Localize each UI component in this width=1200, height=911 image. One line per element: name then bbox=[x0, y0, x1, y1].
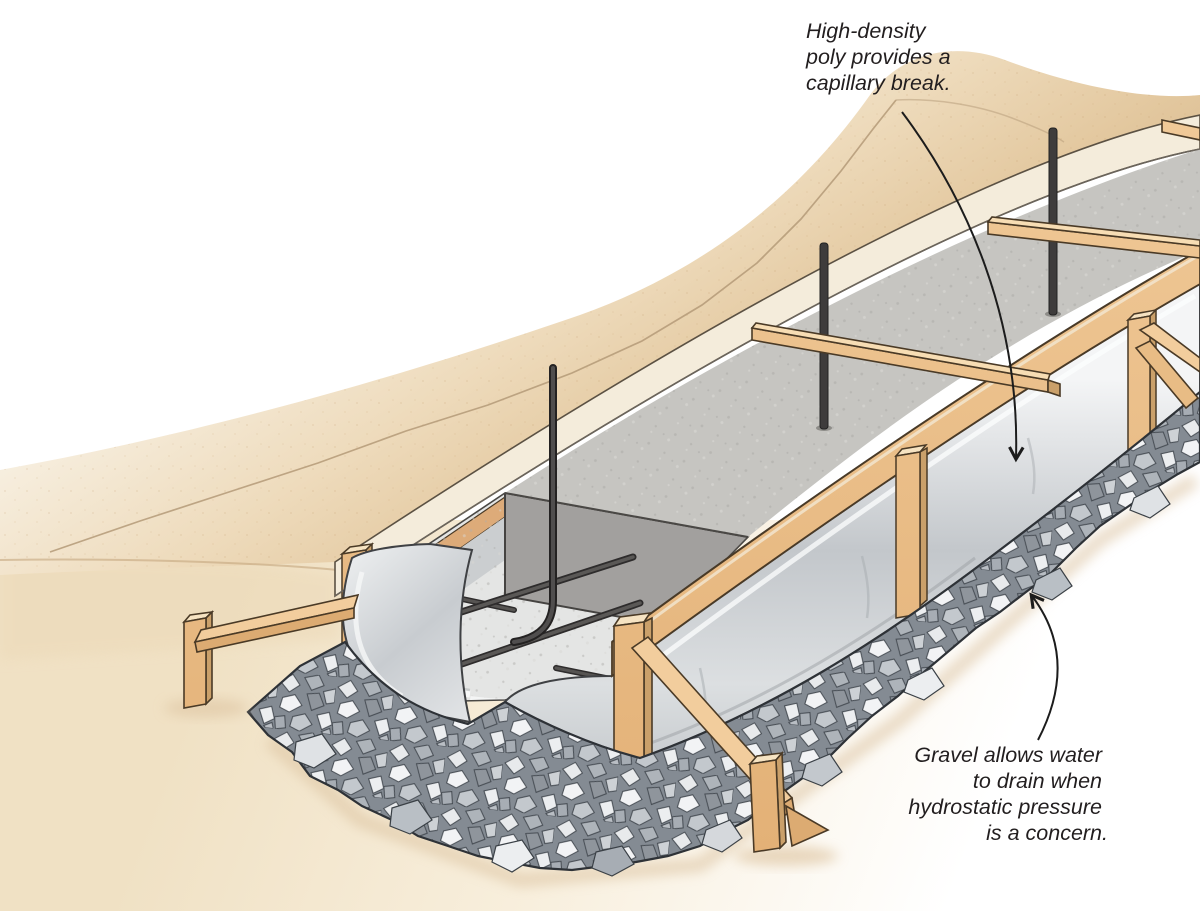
concrete-back-edge bbox=[334, 148, 1200, 597]
spreader-bars bbox=[750, 119, 1200, 398]
anchor-bolt bbox=[510, 364, 557, 646]
concrete-cut-edge bbox=[504, 492, 749, 538]
brace-right-lower bbox=[1134, 340, 1200, 410]
kicker-wedge bbox=[784, 804, 830, 848]
poly-sheet-sheen bbox=[620, 293, 1197, 688]
annotation-gravel-label: Gravel allows water to drain when hydros… bbox=[908, 743, 1108, 845]
excavation-soil-bank bbox=[0, 51, 1200, 576]
brace-left bbox=[193, 593, 360, 653]
rebar-dowel-far bbox=[1048, 127, 1058, 316]
bank-crest-line bbox=[49, 99, 897, 553]
gravel-edge-stones bbox=[293, 485, 1171, 877]
stakes-and-braces bbox=[164, 322, 1200, 866]
annotation-poly-label: High-density poly provides a capillary b… bbox=[805, 19, 957, 95]
annotation-poly: High-density poly provides a capillary b… bbox=[805, 19, 1025, 463]
leader-arrow-gravel bbox=[1029, 592, 1059, 741]
poly-sheet-shadow-fold bbox=[647, 556, 976, 746]
stake-mid-front bbox=[894, 443, 928, 619]
leader-arrow-poly bbox=[901, 111, 1025, 463]
gravel-ground-shadow bbox=[265, 474, 1199, 888]
stake-ground-right bbox=[734, 750, 838, 866]
brace-right-upper bbox=[1138, 322, 1200, 373]
annotation-gravel: Gravel allows water to drain when hydros… bbox=[908, 592, 1108, 845]
spreader-bar-2 bbox=[986, 216, 1200, 259]
gravel-bed bbox=[246, 390, 1200, 888]
poly-crease-2 bbox=[860, 555, 870, 619]
spreader-bar-3 bbox=[1161, 119, 1200, 141]
soil-bank-texture bbox=[0, 51, 1200, 576]
bank-toe-line bbox=[0, 558, 339, 571]
front-form-top-highlight bbox=[615, 254, 1199, 648]
poly-crease-3 bbox=[1026, 437, 1036, 495]
spreader-end-overhang bbox=[1047, 378, 1061, 398]
spreader-bar-1 bbox=[750, 322, 1061, 398]
